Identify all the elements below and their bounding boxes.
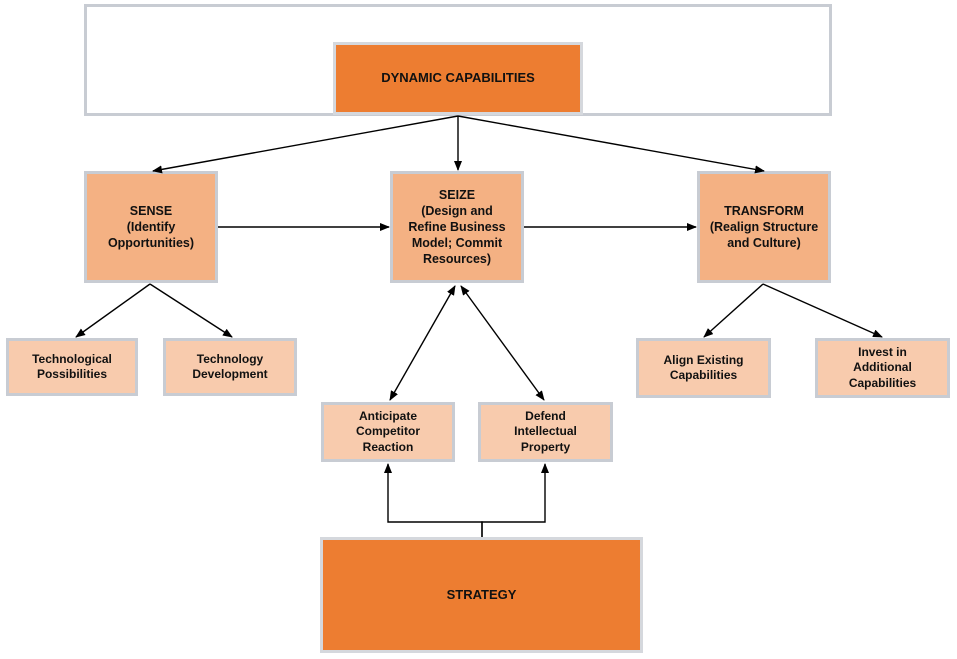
sense-label: SENSE (Identify Opportunities): [107, 204, 195, 250]
arrow-seize-defend: [460, 285, 545, 401]
technology-development-box: Technology Development: [163, 338, 297, 396]
arrow-strategy-to-defend: [481, 463, 549, 537]
transform-label: TRANSFORM (Realign Structure and Culture…: [709, 204, 819, 250]
technological-possibilities-label: Technological Possibilities: [32, 351, 112, 381]
arrow-dc-to-sense: [152, 115, 459, 174]
technology-development-label: Technology Development: [192, 351, 268, 381]
sense-box: SENSE (Identify Opportunities): [84, 171, 218, 283]
arrow-sense-to-tech-development: [149, 283, 233, 338]
dynamic-capabilities-box: DYNAMIC CAPABILITIES: [333, 42, 583, 115]
arrow-seize-anticipate: [389, 285, 456, 401]
anticipate-competitor-reaction-label: Anticipate Competitor Reaction: [356, 408, 420, 454]
invest-in-additional-capabilities-label: Invest in Additional Capabilities: [848, 344, 917, 390]
arrow-transform-to-align: [703, 283, 764, 338]
defend-intellectual-property-box: Defend Intellectual Property: [478, 402, 613, 462]
strategy-label: STRATEGY: [446, 586, 517, 602]
arrow-strategy-to-anticipate: [384, 463, 483, 537]
arrow-sense-to-tech-possibilities: [75, 283, 151, 338]
dynamic-capabilities-label: DYNAMIC CAPABILITIES: [381, 70, 535, 86]
defend-intellectual-property-label: Defend Intellectual Property: [514, 408, 577, 454]
arrow-transform-to-invest: [762, 283, 883, 338]
seize-box: SEIZE (Design and Refine Business Model;…: [390, 171, 524, 283]
align-existing-capabilities-box: Align Existing Capabilities: [636, 338, 771, 398]
align-existing-capabilities-label: Align Existing Capabilities: [663, 352, 744, 382]
seize-label: SEIZE (Design and Refine Business Model;…: [408, 188, 506, 266]
arrow-dc-to-transform: [457, 115, 765, 174]
transform-box: TRANSFORM (Realign Structure and Culture…: [697, 171, 831, 283]
invest-in-additional-capabilities-box: Invest in Additional Capabilities: [815, 338, 950, 398]
strategy-box: STRATEGY: [320, 537, 643, 653]
technological-possibilities-box: Technological Possibilities: [6, 338, 138, 396]
anticipate-competitor-reaction-box: Anticipate Competitor Reaction: [321, 402, 455, 462]
